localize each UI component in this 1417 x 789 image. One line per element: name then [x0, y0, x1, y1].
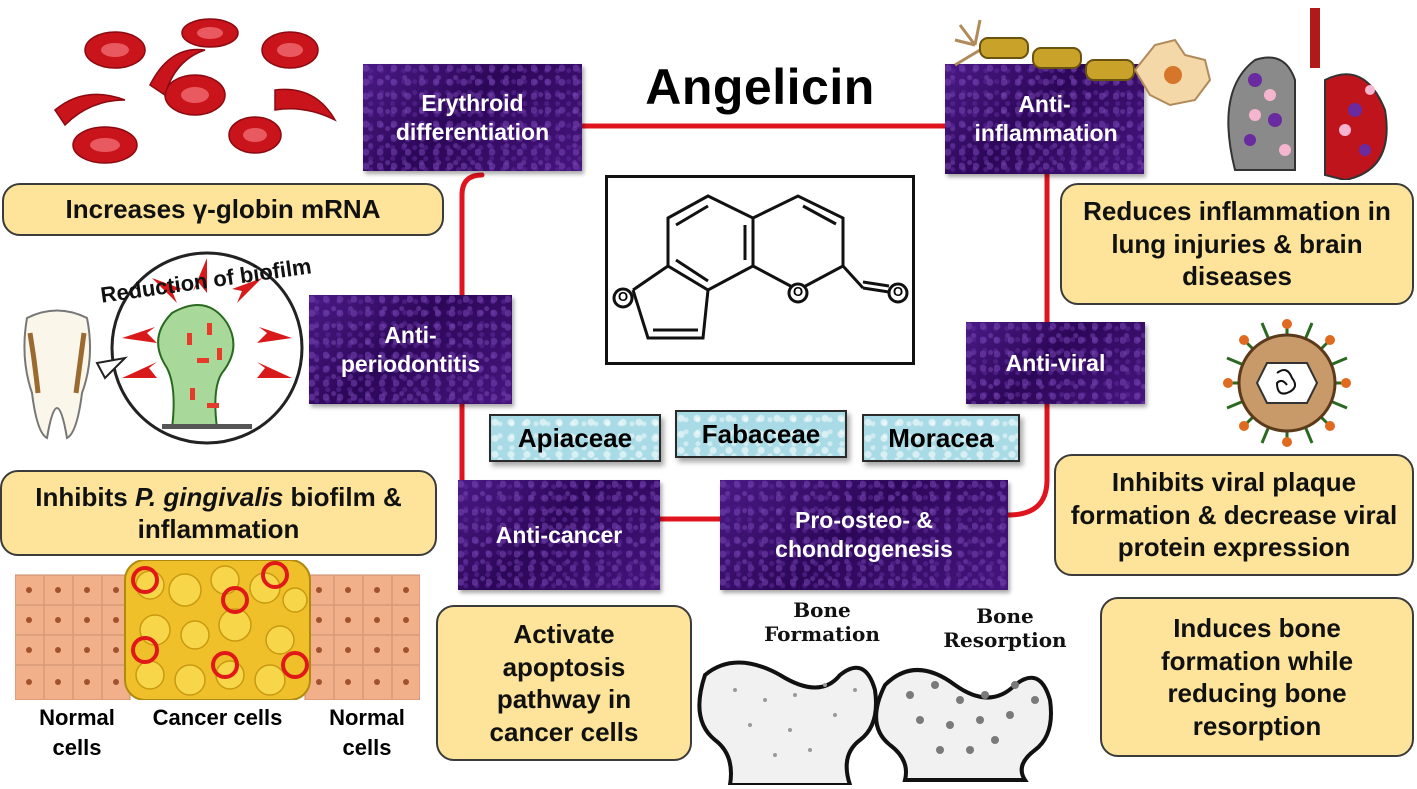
activity-anti-cancer-label: Anti-cancer — [495, 521, 623, 548]
cancer-cells-label: Cancer cells — [152, 705, 283, 730]
activity-osteo: Pro-osteo- & chondrogenesis — [720, 480, 1008, 590]
family-apiaceae: Apiaceae — [489, 414, 661, 462]
effect-cancer: Activate apoptosis pathway in cancer cel… — [436, 605, 692, 761]
activity-anti-inflammation-label: Anti-inflammation — [974, 91, 1118, 146]
ring-o1: O — [793, 284, 803, 299]
molecule-structure-box — [605, 175, 915, 365]
bone-resorption-label: Bone Resorption — [943, 604, 1067, 652]
neuron-lung-illustration — [954, 8, 1388, 180]
effect-viral: Inhibits viral plaque formation & decrea… — [1054, 454, 1414, 576]
activity-anti-inflammation: Anti-inflammation — [945, 64, 1144, 174]
effect-biofilm-pre: Inhibits — [35, 481, 135, 512]
virus-illustration — [1223, 319, 1351, 447]
effect-globin: Increases γ-globin mRNA — [2, 183, 444, 236]
effect-cancer-text: Activate apoptosis pathway in cancer cel… — [489, 619, 639, 747]
effect-bone-text: Induces bone formation while reducing bo… — [1160, 613, 1354, 741]
effect-inflammation: Reduces inflammation in lung injuries & … — [1060, 183, 1414, 305]
effect-biofilm-text: Inhibits P. gingivalis biofilm & inflamm… — [14, 481, 423, 546]
effect-bone: Induces bone formation while reducing bo… — [1100, 597, 1414, 757]
effect-biofilm-species: P. gingivalis — [134, 481, 284, 512]
family-moracea: Moracea — [862, 414, 1020, 462]
family-fabaceae: Fabaceae — [675, 410, 847, 458]
activity-erythroid: Erythroid differentiation — [363, 64, 582, 171]
effect-viral-text: Inhibits viral plaque formation & decrea… — [1070, 467, 1398, 563]
activity-anti-periodontitis-label: Anti-periodontitis — [340, 321, 481, 377]
activity-osteo-label: Pro-osteo- & chondrogenesis — [775, 507, 953, 562]
carbonyl-o: O — [893, 284, 903, 299]
red-blood-cells-illustration — [54, 18, 337, 164]
tooth-biofilm-illustration: Reduction of biofilm — [23, 251, 312, 445]
activity-anti-cancer: Anti-cancer — [458, 480, 660, 590]
effect-inflammation-text: Reduces inflammation in lung injuries & … — [1083, 196, 1391, 292]
activity-anti-viral: Anti-viral — [966, 322, 1145, 404]
activity-anti-periodontitis: Anti-periodontitis — [309, 295, 512, 404]
activity-anti-viral-label: Anti-viral — [1005, 349, 1106, 376]
normal-cells-right-label: Normal cells — [329, 705, 405, 760]
bone-formation-label: Bone Formation — [764, 598, 880, 646]
molecule-atom-labels: O O O — [618, 284, 903, 304]
ring-o2: O — [618, 289, 628, 304]
effect-biofilm: Inhibits P. gingivalis biofilm & inflamm… — [0, 470, 437, 556]
cells-illustration — [15, 560, 420, 700]
page-title: Angelicin — [645, 59, 875, 115]
angelicin-structure — [612, 194, 909, 340]
normal-cells-left-label: Normal cells — [39, 705, 115, 760]
bone-illustration — [697, 660, 1053, 785]
effect-biofilm-post: biofilm & inflammation — [137, 481, 402, 545]
activity-erythroid-label: Erythroid differentiation — [395, 89, 550, 145]
